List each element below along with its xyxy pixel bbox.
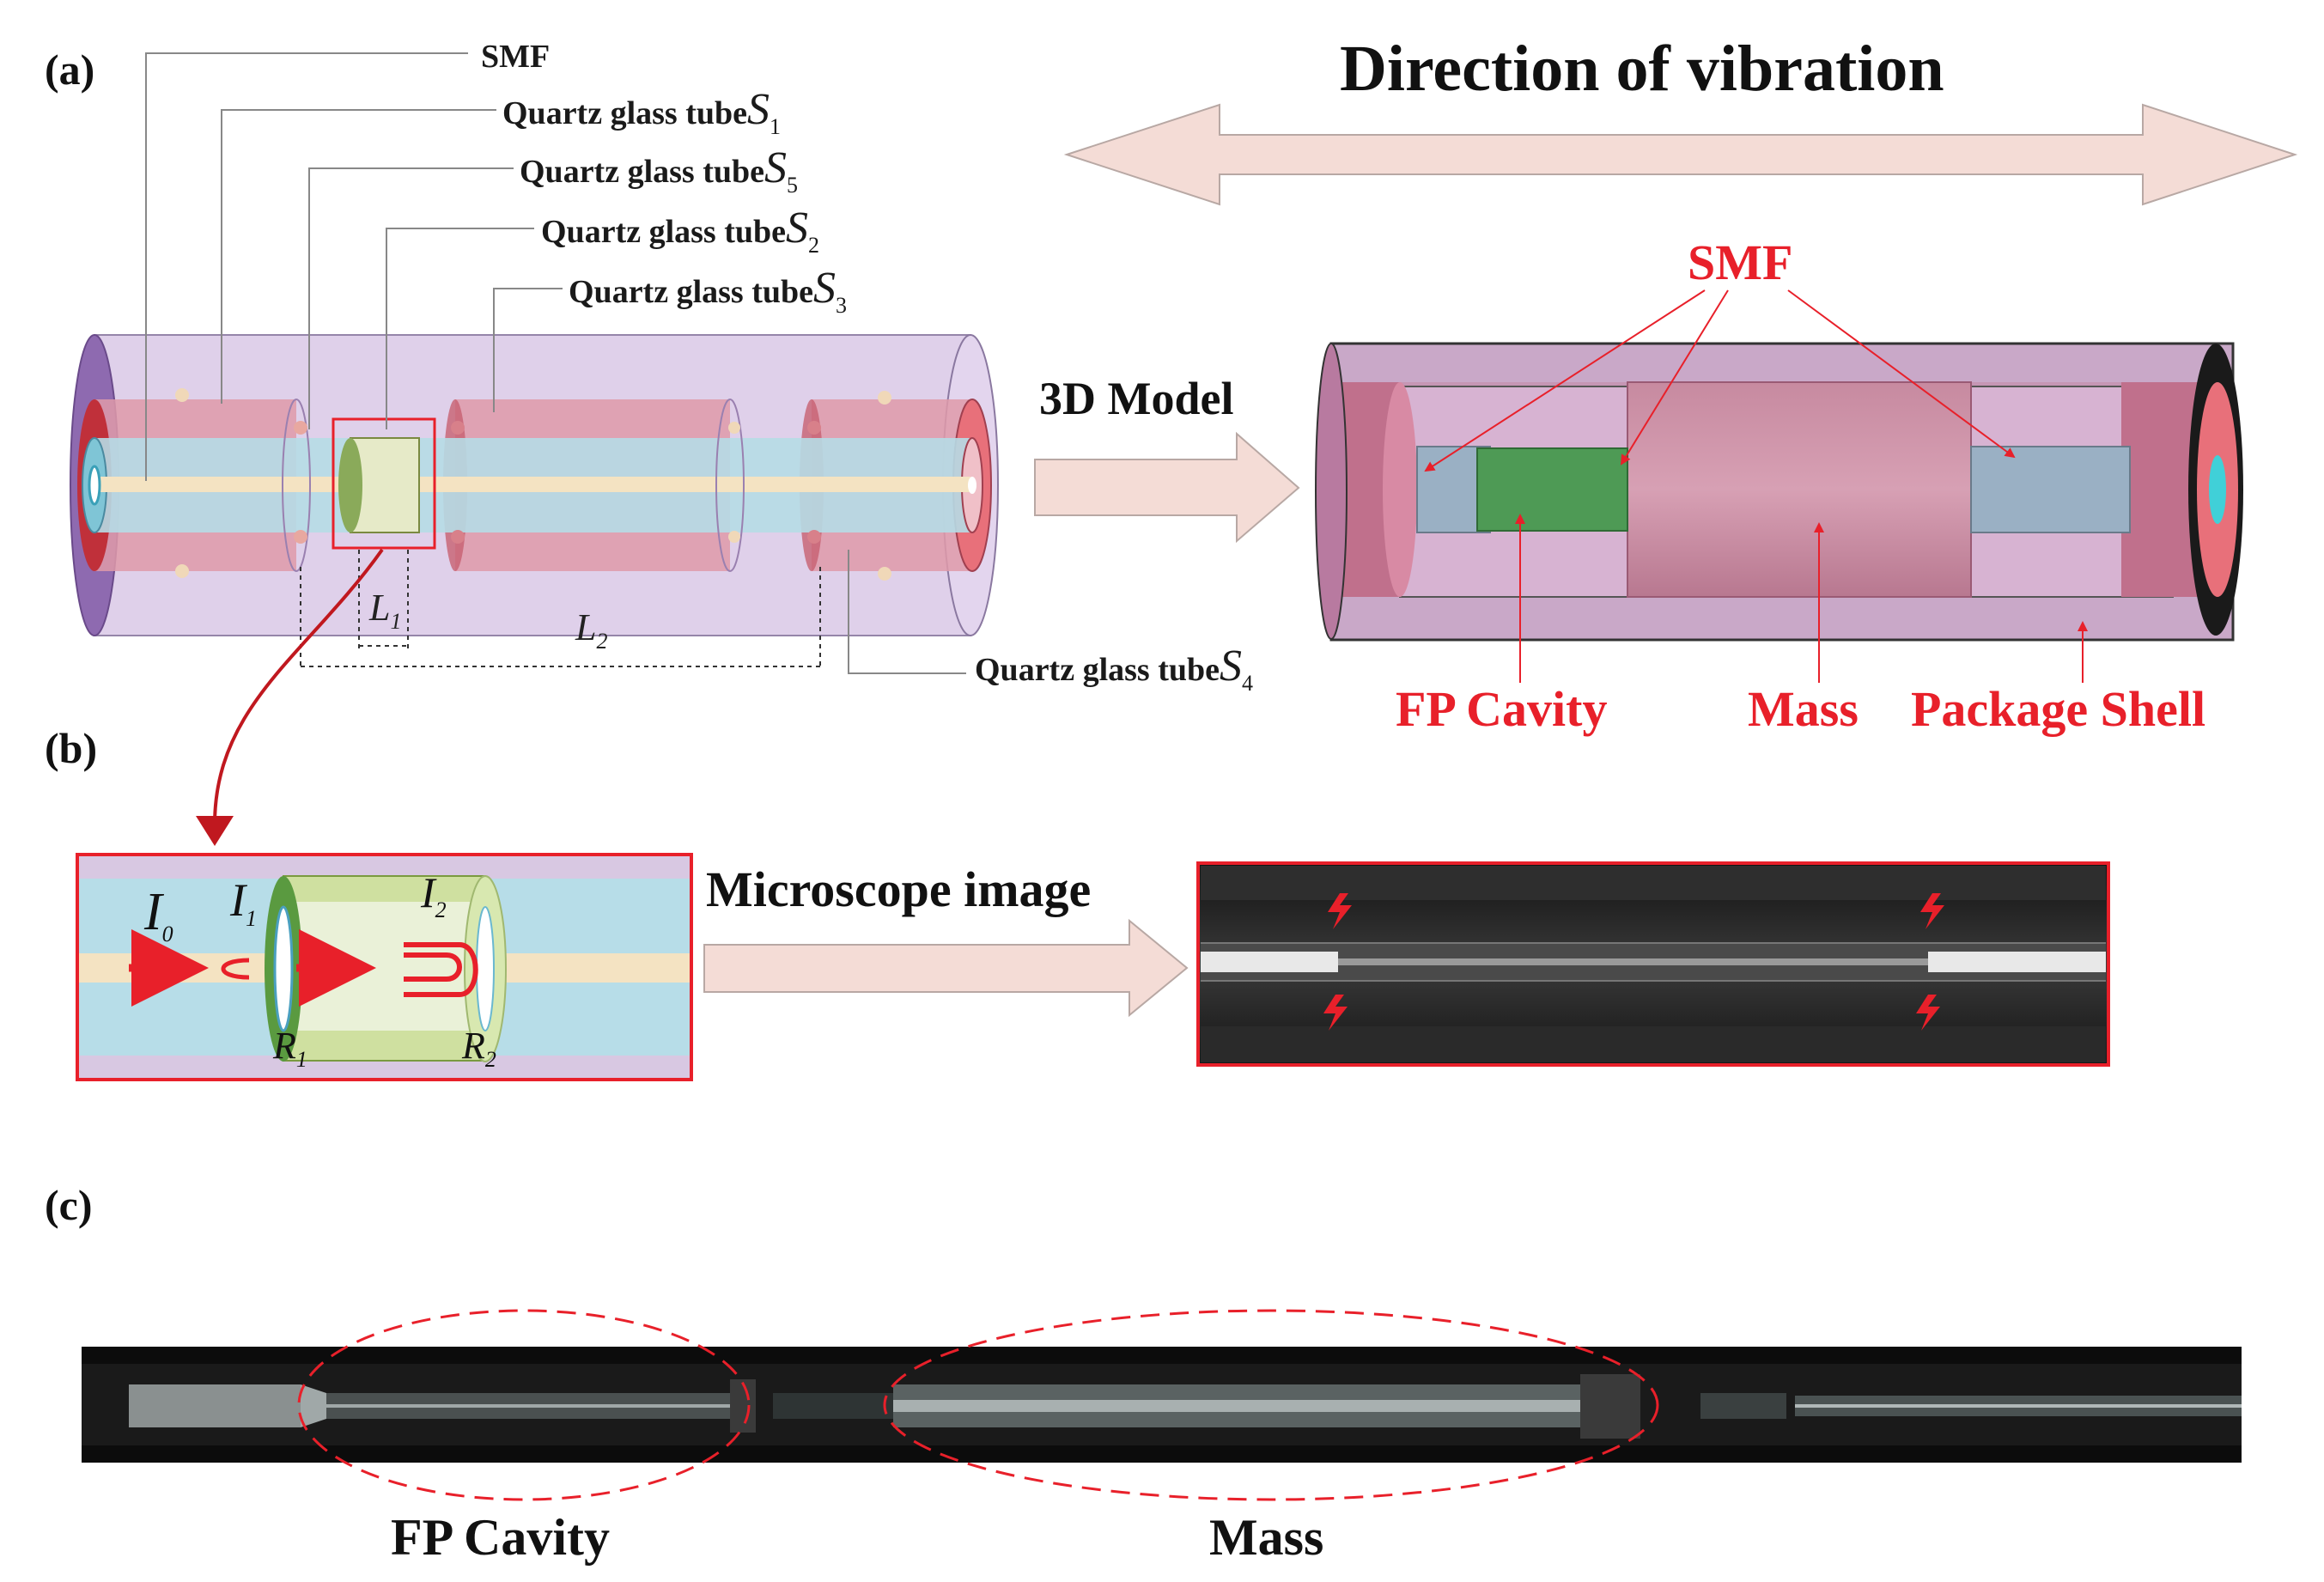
sensor-3d-model	[1315, 342, 2243, 642]
schematic-sensor-structure	[70, 334, 999, 636]
model-bottom-arrows	[1515, 514, 2088, 683]
label-c-fp-cavity: FP Cavity	[391, 1509, 610, 1566]
label-model-smf: SMF	[1688, 234, 1792, 290]
ellipse-mass	[883, 1309, 1659, 1501]
model-smf-arrows	[1424, 289, 2016, 472]
label-i0: I0	[143, 883, 173, 946]
vibration-double-arrow	[1063, 103, 2298, 206]
zoom-connector-arrowhead	[196, 816, 234, 846]
label-i1: I1	[229, 874, 257, 931]
label-microscope-image: Microscope image	[706, 861, 1091, 917]
fp-cavity-detail	[76, 853, 693, 1081]
label-model-fp-cavity: FP Cavity	[1396, 681, 1607, 737]
schematic-leader-lines	[145, 52, 966, 674]
label-c-mass: Mass	[1209, 1509, 1323, 1566]
direction-title: Direction of vibration	[1340, 33, 1944, 105]
label-smf: SMF	[481, 39, 550, 75]
arrow-3d-model	[1034, 431, 1300, 544]
microscope-image-panel-b	[1196, 861, 2110, 1067]
panel-label-c: (c)	[45, 1181, 93, 1229]
dimension-lines	[300, 550, 821, 670]
label-r2: R2	[461, 1025, 496, 1072]
label-3d-model: 3D Model	[1039, 373, 1233, 424]
ellipse-fp-cavity	[297, 1309, 751, 1501]
label-tube-s5: Quartz glass tubeS5	[520, 143, 798, 198]
arrow-microscope	[703, 918, 1189, 1018]
label-r1: R1	[272, 1025, 307, 1072]
label-model-package-shell: Package Shell	[1911, 681, 2205, 737]
label-l1: L1	[368, 587, 401, 634]
label-model-mass: Mass	[1748, 681, 1859, 737]
label-tube-s3: Quartz glass tubeS3	[569, 264, 847, 318]
label-tube-s4: Quartz glass tubeS4	[975, 642, 1253, 696]
light-arrows	[129, 929, 478, 1007]
panel-label-a: (a)	[45, 46, 94, 94]
label-tube-s1: Quartz glass tubeS1	[502, 85, 781, 139]
label-tube-s2: Quartz glass tubeS2	[541, 204, 819, 258]
zoom-connector-arrow	[213, 548, 384, 825]
microscope-image-panel-c	[82, 1347, 2242, 1463]
panel-label-b: (b)	[45, 724, 97, 772]
label-i2: I2	[420, 868, 447, 922]
label-l2: L2	[575, 606, 607, 654]
